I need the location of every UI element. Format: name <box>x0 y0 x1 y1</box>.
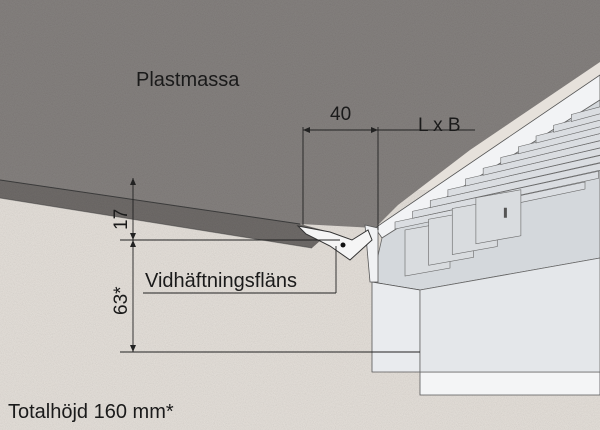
grating-bar <box>535 119 600 144</box>
flange-label: Vidhäftningsfläns <box>145 270 297 292</box>
dimension-63: 63* <box>111 240 420 353</box>
dimension-lxb: L x B <box>378 115 475 136</box>
grating-bar <box>570 106 600 122</box>
total-height-label: Totalhöjd 160 mm* <box>8 401 174 423</box>
grating-bar <box>447 155 600 198</box>
dimension-40: 40 <box>302 104 379 230</box>
grating-bar <box>518 126 600 155</box>
dimension-63-label: 63* <box>111 286 132 315</box>
grating-bar <box>553 112 600 133</box>
grating <box>394 106 600 277</box>
dimension-17-label: 17 <box>111 209 132 230</box>
grating-slot <box>503 207 507 218</box>
flange-callout: Vidhäftningsfläns <box>143 246 337 294</box>
dimension-17: 17 <box>111 178 340 241</box>
dimension-40-label: 40 <box>330 104 351 125</box>
plastic-mass-label: Plastmassa <box>136 69 240 91</box>
grating-bar <box>500 133 600 165</box>
grating-plate <box>475 189 522 245</box>
dimension-lxb-label: L x B <box>418 115 461 136</box>
plastic-mass-surface <box>0 0 600 249</box>
adhesion-flange <box>296 225 373 261</box>
grating-bar <box>429 162 600 208</box>
